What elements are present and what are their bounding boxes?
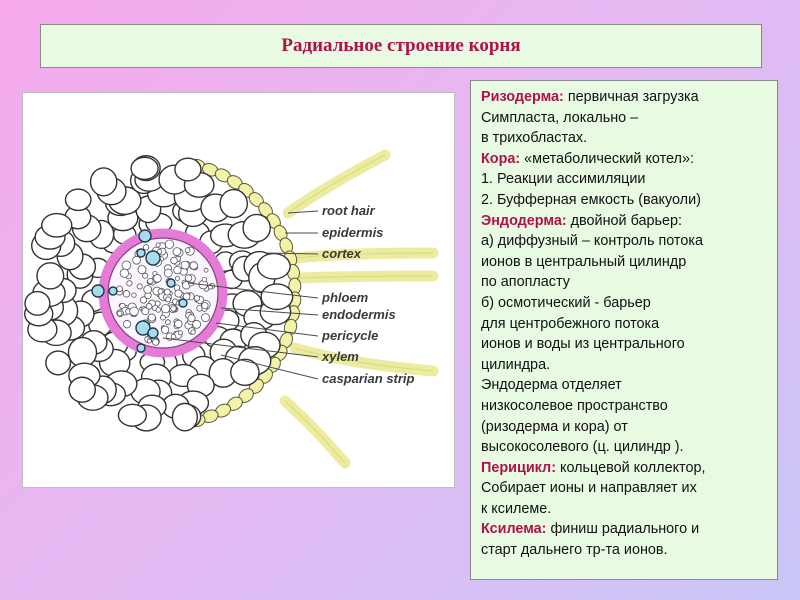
description-text: ионов и воды из центрального <box>481 336 685 353</box>
description-text: в трихобластах. <box>481 130 588 147</box>
epidermis-cells <box>188 158 302 428</box>
page-title: Радиальное строение корня <box>281 35 521 56</box>
tissue-name: Ризодерма: <box>481 89 564 105</box>
tissue-name: Эндодерма: <box>481 212 567 229</box>
description-text: финиш радиального и <box>546 521 700 538</box>
description-text: Симпласта, локально – <box>481 109 639 126</box>
cortex-cells <box>24 155 294 432</box>
label-phloem: phloem <box>322 290 369 305</box>
description-line: Ризодерма: первичная загрузка <box>481 87 769 108</box>
description-line: 1. Реакции ассимиляции <box>481 169 769 190</box>
description-text: по апопласту <box>481 274 570 291</box>
label-root-hair: root hair <box>322 203 375 218</box>
label-xylem: xylem <box>322 349 359 364</box>
description-text: (ризодерма и кора) от <box>481 418 628 435</box>
description-line: для центробежного потока <box>481 314 769 335</box>
label-leader-line <box>220 307 319 316</box>
label-casparian-strip: casparian strip <box>322 371 415 386</box>
description-line: Симпласта, локально – <box>481 108 769 129</box>
label-leader-line <box>215 322 319 337</box>
title-box: Радиальное строение корня <box>40 24 762 68</box>
description-text: «метаболический котел»: <box>520 150 694 167</box>
tissue-name: Ксилема: <box>481 521 547 538</box>
description-line: Кора: «метаболический котел»: <box>481 149 769 170</box>
label-epidermis: epidermis <box>322 225 384 240</box>
description-text: для центробежного потока <box>481 315 660 332</box>
root-cross-section-drawing <box>24 149 439 469</box>
description-text: старт дальнего тр-та ионов. <box>481 542 668 559</box>
description-line: в трихобластах. <box>481 128 769 149</box>
label-leader-line <box>287 210 319 214</box>
description-line: к ксилеме. <box>481 499 769 520</box>
description-text: высокосолевого (ц. цилиндр ). <box>481 439 684 456</box>
xylem-vessels <box>91 229 188 353</box>
description-line: Ксилема: финиш радиального и <box>481 519 769 540</box>
label-leader-line <box>265 252 319 255</box>
label-endodermis: endodermis <box>322 307 396 322</box>
label-leader-line <box>187 282 319 299</box>
description-text: двойной барьер: <box>566 212 682 229</box>
description-line: ионов и воды из центрального <box>481 334 769 355</box>
description-text: Собирает ионы и направляет их <box>481 480 697 497</box>
root-cross-section-figure: root hair epidermis cortex phloem endode… <box>22 92 455 488</box>
description-line: старт дальнего тр-та ионов. <box>481 540 769 561</box>
description-text: 1. Реакции ассимиляции <box>481 171 646 188</box>
description-line: б) осмотический - барьер <box>481 293 769 314</box>
label-leader-line <box>162 337 319 358</box>
description-text: 2. Буфферная емкость (вакуоли) <box>481 191 701 208</box>
description-line: высокосолевого (ц. цилиндр ). <box>481 437 769 458</box>
description-text: цилиндра. <box>481 356 551 373</box>
label-leader-line <box>220 354 319 380</box>
description-text: первичная загрузка <box>563 89 699 105</box>
description-line: (ризодерма и кора) от <box>481 417 769 438</box>
description-line: ионов в центральный цилиндр <box>481 252 769 273</box>
description-line: 2. Буфферная емкость (вакуоли) <box>481 190 769 211</box>
description-text: а) диффузный – контроль потока <box>481 233 703 250</box>
description-text: б) осмотический - барьер <box>481 294 651 311</box>
description-line: Собирает ионы и направляет их <box>481 478 769 499</box>
description-line: цилиндра. <box>481 355 769 376</box>
description-line: Эндодерма: двойной барьер: <box>481 211 769 232</box>
description-text: ионов в центральный цилиндр <box>481 253 687 270</box>
tissue-name: Кора: <box>481 150 521 167</box>
description-line: а) диффузный – контроль потока <box>481 231 769 252</box>
description-text: к ксилеме. <box>481 500 552 517</box>
description-line: Эндодерма отделяет <box>481 375 769 396</box>
label-cortex: cortex <box>322 246 362 261</box>
description-line: Перицикл: кольцевой коллектор, <box>481 458 769 479</box>
description-line: низкосолевое пространство <box>481 396 769 417</box>
tissue-name: Перицикл: <box>481 459 556 476</box>
description-line: по апопласту <box>481 272 769 293</box>
description-text: кольцевой коллектор, <box>556 459 706 476</box>
description-text: низкосолевое пространство <box>481 397 668 414</box>
label-pericycle: pericycle <box>322 328 379 343</box>
description-text: Эндодерма отделяет <box>481 377 622 394</box>
